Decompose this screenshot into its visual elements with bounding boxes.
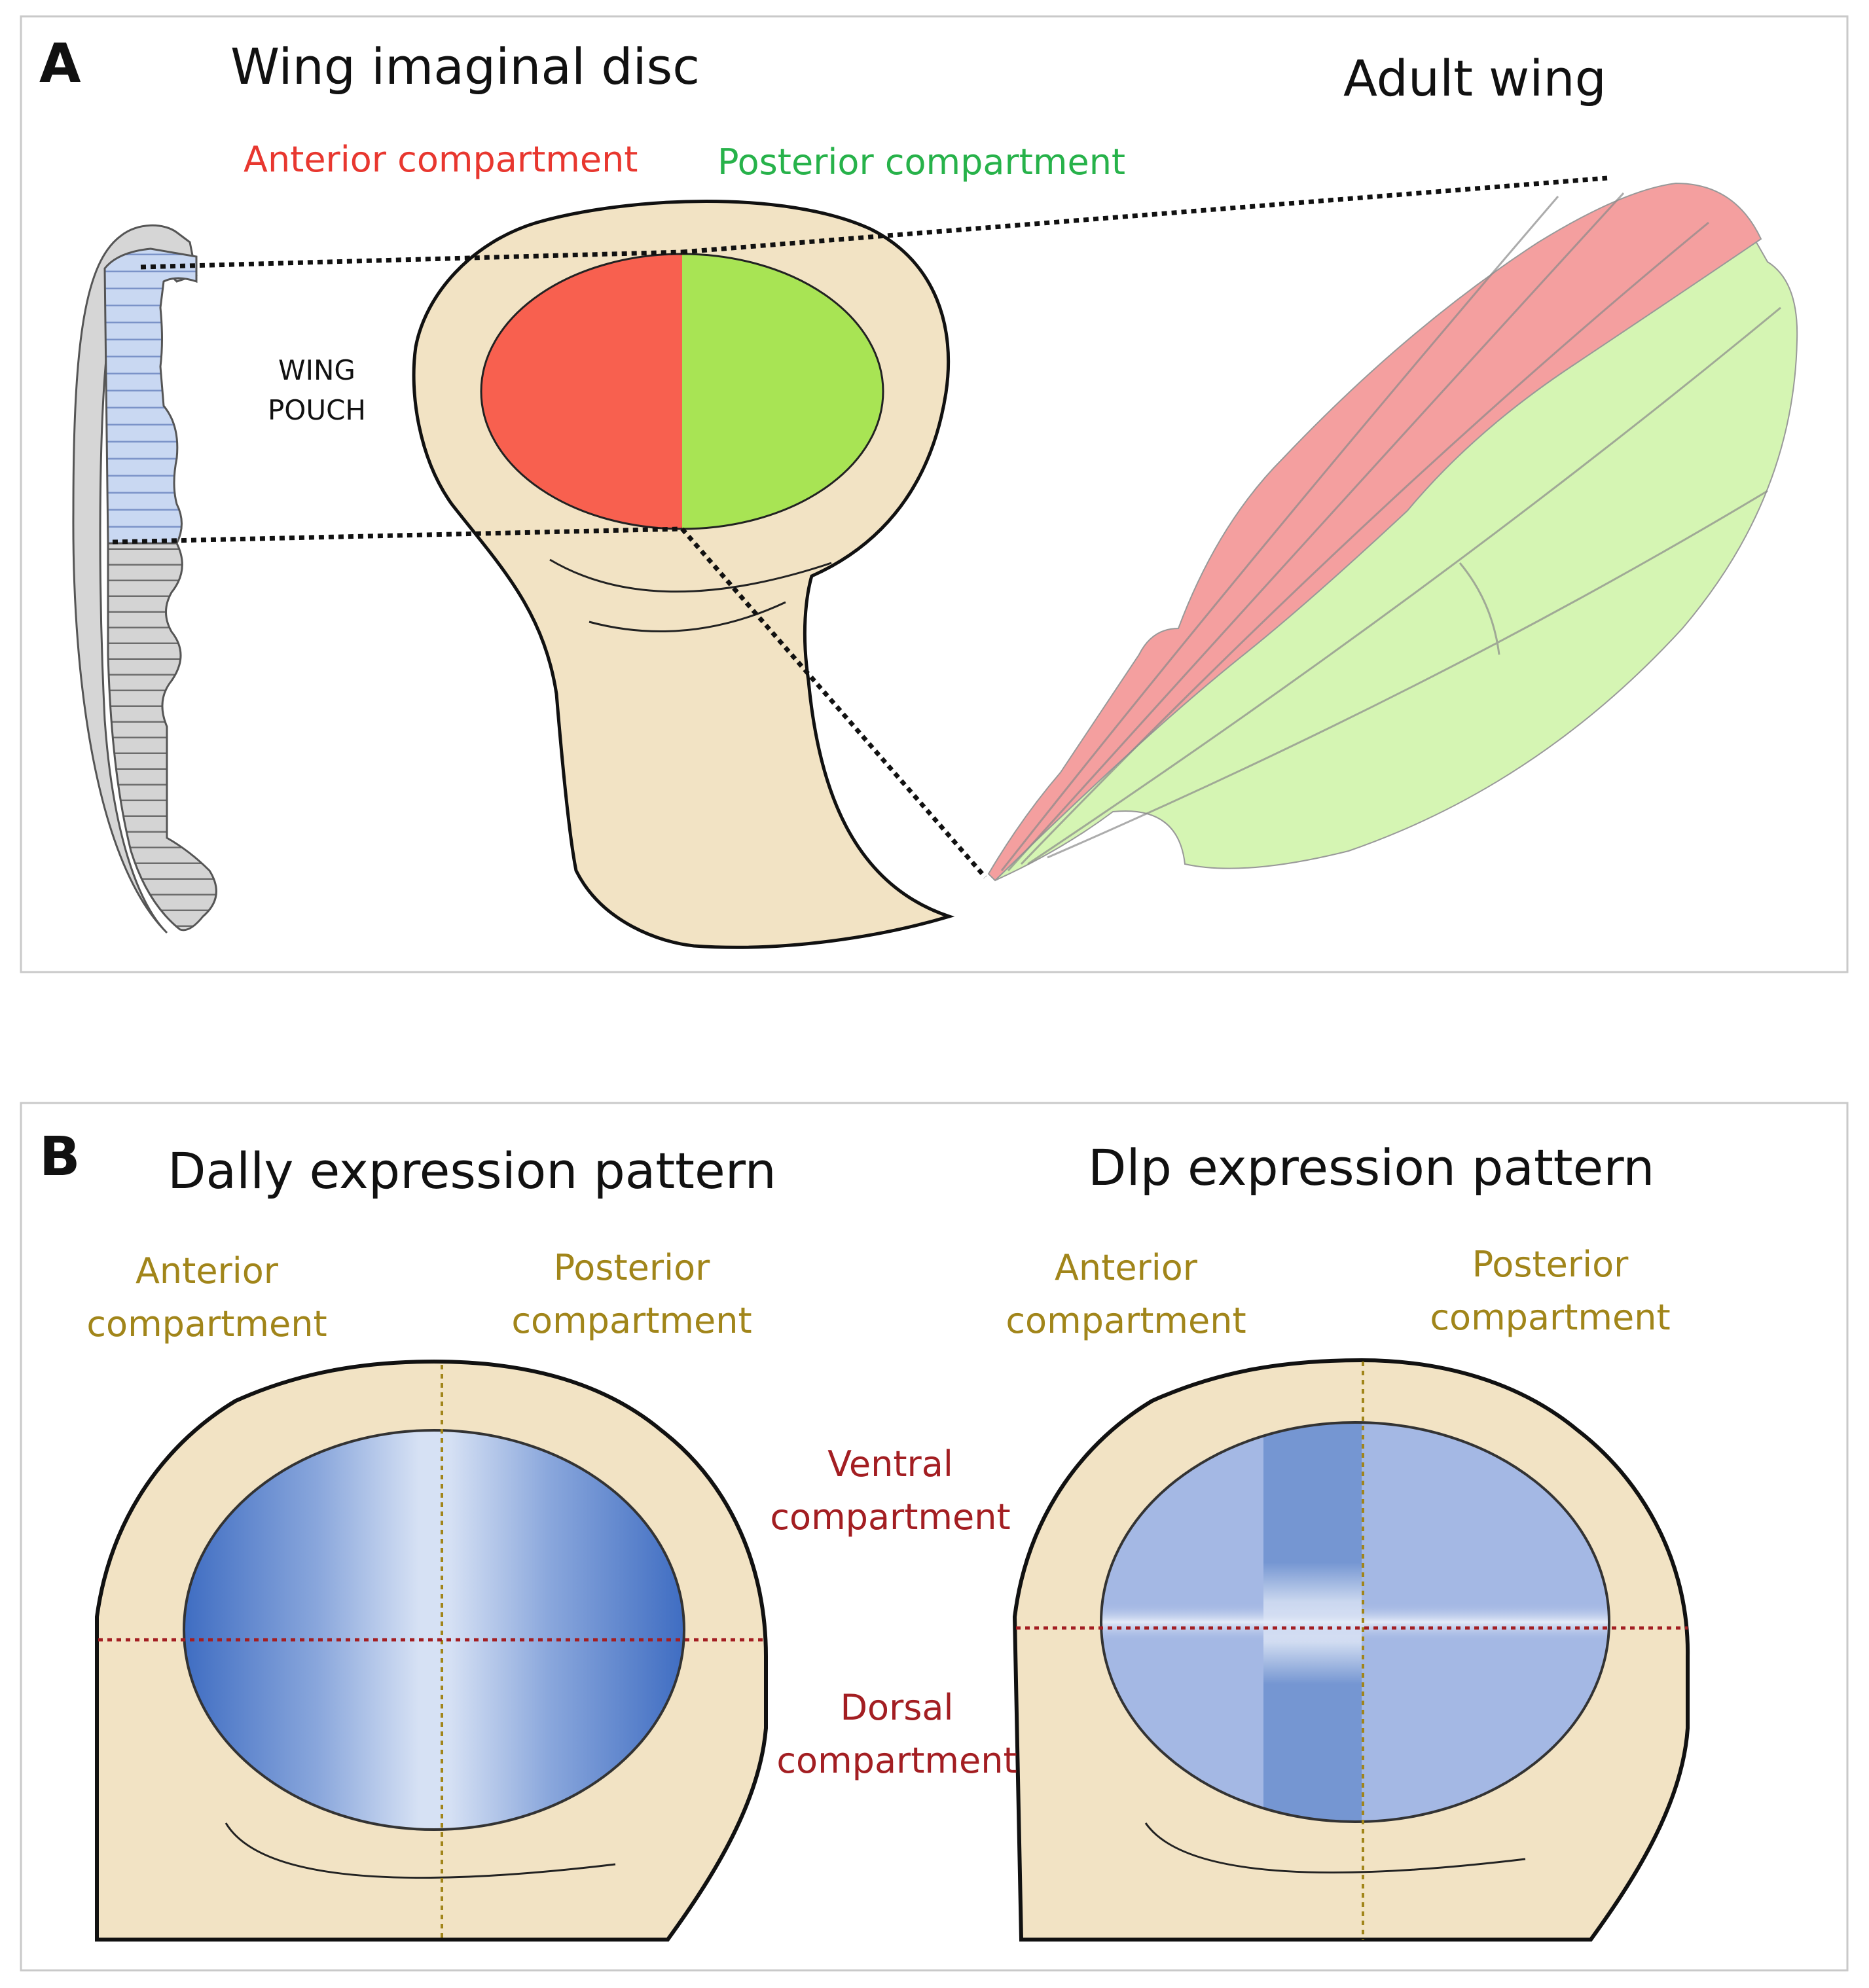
panel-b-letter: B (39, 1126, 81, 1188)
dorsal-line2: compartment (776, 1740, 1017, 1781)
disc-cross-section (72, 224, 217, 934)
dlp-title: Dlp expression pattern (1088, 1138, 1654, 1197)
wing-anterior (987, 182, 1762, 882)
dlp-anterior-line2: compartment (1006, 1300, 1246, 1341)
dally-anterior-line1: Anterior (136, 1250, 279, 1292)
pouch-label-1: WING (278, 354, 355, 386)
dally-title: Dally expression pattern (168, 1142, 776, 1200)
wing-disc (412, 200, 955, 949)
dorsal-line1: Dorsal (840, 1687, 953, 1728)
dally-pouch-expression (184, 1430, 684, 1830)
dlp-dv-stripe (1101, 1602, 1609, 1642)
dlp-posterior-line1: Posterior (1472, 1244, 1629, 1285)
anterior-label: Anterior compartment (244, 139, 638, 180)
panel-b-labels: Anterior compartment Posterior compartme… (86, 1244, 1670, 1781)
pouch-anterior (481, 254, 682, 529)
disc-title: Wing imaginal disc (230, 37, 700, 96)
wing-title: Adult wing (1343, 49, 1606, 107)
ventral-line2: compartment (770, 1496, 1010, 1538)
dally-anterior-line2: compartment (86, 1303, 327, 1345)
adult-wing (987, 182, 1798, 882)
pouch-posterior (682, 254, 883, 529)
dlp-anterior-line1: Anterior (1055, 1247, 1198, 1288)
pouch-label-2: POUCH (268, 394, 366, 426)
panel-a-letter: A (39, 33, 81, 95)
dally-disc (95, 1359, 768, 1942)
posterior-label: Posterior compartment (717, 141, 1125, 183)
dally-posterior-line1: Posterior (554, 1247, 710, 1288)
projection-lines (112, 175, 1608, 879)
dlp-posterior-line2: compartment (1430, 1297, 1670, 1338)
dlp-disc (1012, 1358, 1690, 1942)
dally-posterior-line2: compartment (511, 1300, 752, 1341)
ventral-line1: Ventral (827, 1443, 953, 1485)
